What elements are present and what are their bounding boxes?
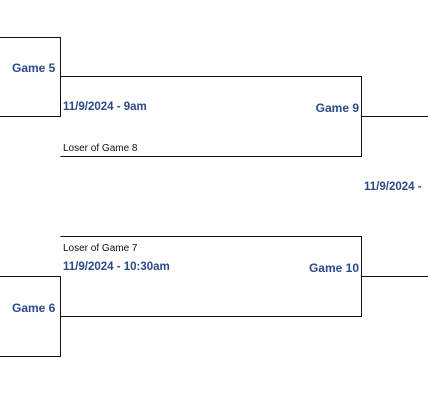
game6-label: Game 6 — [12, 301, 56, 315]
game5-box — [0, 37, 61, 117]
game5-label: Game 5 — [12, 61, 56, 75]
game9-opponent: Loser of Game 8 — [63, 143, 138, 154]
game6-box — [0, 276, 61, 357]
game9-datetime: 11/9/2024 - 9am — [63, 101, 147, 113]
game10-label: Game 10 — [308, 261, 359, 275]
game10-opponent: Loser of Game 7 — [63, 243, 138, 254]
game9-label: Game 9 — [315, 101, 359, 115]
game10-datetime: 11/9/2024 - 10:30am — [63, 261, 170, 273]
next-game-datetime: 11/9/2024 - — [364, 181, 422, 193]
